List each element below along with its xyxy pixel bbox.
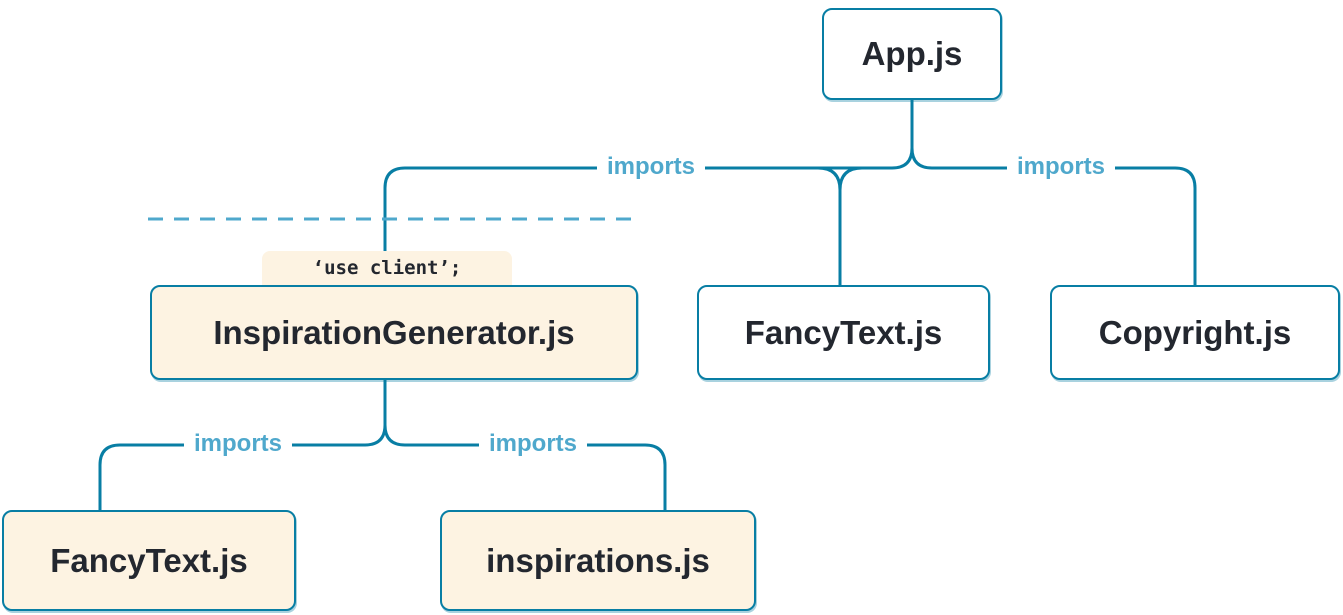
node-fancy-text-top: FancyText.js [697,285,990,380]
node-app-label: App.js [861,35,963,72]
node-copyright-label: Copyright.js [1098,313,1292,351]
node-inspirations: inspirations.js [440,510,756,611]
node-inspiration-generator: InspirationGenerator.js [150,285,638,380]
edge-label-imports-left: imports [596,151,706,183]
node-copyright: Copyright.js [1050,285,1340,380]
node-fancy-text-bottom: FancyText.js [2,510,296,611]
use-client-directive-tag: ‘use client’; [262,251,512,285]
edge-app-to-fancy-text [816,166,864,287]
node-inspiration-generator-label: InspirationGenerator.js [213,313,575,351]
node-fancy-text-bottom-label: FancyText.js [50,541,248,579]
node-app: App.js [822,8,1002,100]
edge-label-imports-bottom-right: imports [478,428,588,460]
edge-label-imports-bottom-left: imports [183,428,293,460]
node-fancy-text-top-label: FancyText.js [744,313,943,351]
edge-label-imports-right: imports [1006,151,1116,183]
edge-app-to-copyright [910,98,1197,287]
node-inspirations-label: inspirations.js [486,541,710,579]
